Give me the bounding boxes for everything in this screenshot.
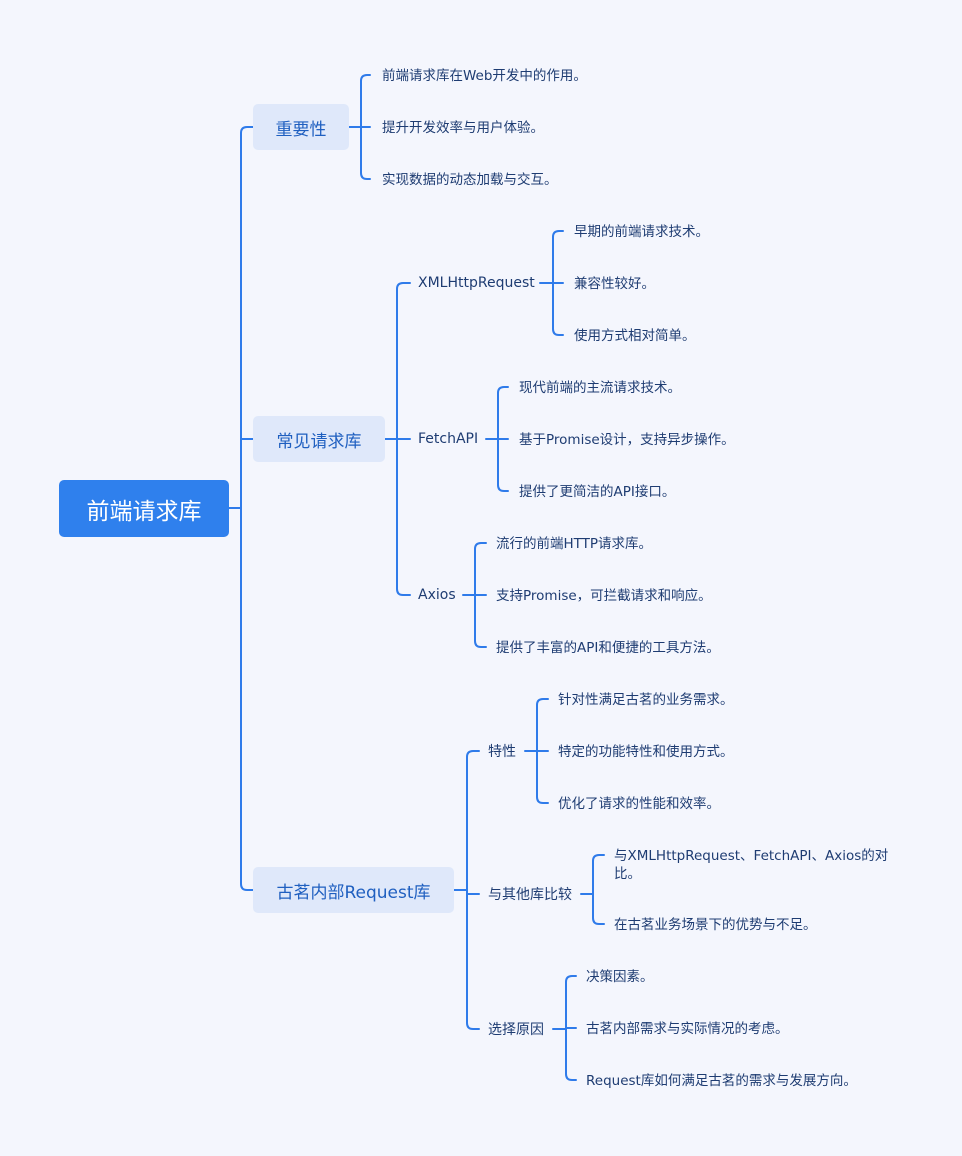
leaf-importance-3[interactable]: 实现数据的动态加载与交互。 xyxy=(382,172,558,188)
branch-internal-request[interactable]: 古茗内部Request库 xyxy=(253,867,454,913)
topic-comparison[interactable]: 与其他库比较 xyxy=(488,887,572,903)
link-root xyxy=(228,126,254,891)
leaf-features-3[interactable]: 优化了请求的性能和效率。 xyxy=(558,796,720,812)
topic-axios[interactable]: Axios xyxy=(418,587,456,603)
leaf-axios-2[interactable]: 支持Promise，可拦截请求和响应。 xyxy=(496,588,712,604)
leaf-fetch-2[interactable]: 基于Promise设计，支持异步操作。 xyxy=(519,432,735,448)
leaf-compare-1[interactable]: 与XMLHttpRequest、FetchAPI、Axios的对 比。 xyxy=(614,847,888,883)
leaf-features-1[interactable]: 针对性满足古茗的业务需求。 xyxy=(558,692,734,708)
topic-fetchapi[interactable]: FetchAPI xyxy=(418,431,479,447)
leaf-fetch-1[interactable]: 现代前端的主流请求技术。 xyxy=(519,380,681,396)
root-node[interactable]: 前端请求库 xyxy=(59,480,229,537)
link-internal xyxy=(453,750,480,1030)
link-xhr xyxy=(539,230,564,336)
leaf-reasons-2[interactable]: 古茗内部需求与实际情况的考虑。 xyxy=(586,1021,789,1037)
leaf-reasons-3[interactable]: Request库如何满足古茗的需求与发展方向。 xyxy=(586,1073,857,1089)
link-compare xyxy=(580,854,605,925)
link-axios xyxy=(462,542,487,648)
leaf-xhr-1[interactable]: 早期的前端请求技术。 xyxy=(574,224,709,240)
topic-features[interactable]: 特性 xyxy=(488,744,516,760)
leaf-reasons-1[interactable]: 决策因素。 xyxy=(586,969,654,985)
leaf-xhr-3[interactable]: 使用方式相对简单。 xyxy=(574,328,696,344)
link-features xyxy=(524,698,549,804)
link-fetch xyxy=(485,386,509,492)
branch-common-libraries[interactable]: 常见请求库 xyxy=(253,416,385,462)
link-common xyxy=(384,282,411,596)
topic-reasons[interactable]: 选择原因 xyxy=(488,1022,544,1038)
link-importance xyxy=(348,74,371,180)
leaf-importance-1[interactable]: 前端请求库在Web开发中的作用。 xyxy=(382,68,587,84)
leaf-xhr-2[interactable]: 兼容性较好。 xyxy=(574,276,655,292)
branch-importance[interactable]: 重要性 xyxy=(253,104,349,150)
leaf-axios-3[interactable]: 提供了丰富的API和便捷的工具方法。 xyxy=(496,640,720,656)
topic-xmlhttprequest[interactable]: XMLHttpRequest xyxy=(418,275,535,291)
leaf-compare-2[interactable]: 在古茗业务场景下的优势与不足。 xyxy=(614,917,817,933)
leaf-fetch-3[interactable]: 提供了更简洁的API接口。 xyxy=(519,484,676,500)
leaf-features-2[interactable]: 特定的功能特性和使用方式。 xyxy=(558,744,734,760)
link-reasons xyxy=(552,975,577,1081)
leaf-compare-1-line-1: 与XMLHttpRequest、FetchAPI、Axios的对 xyxy=(614,848,889,864)
leaf-compare-1-line-2: 比。 xyxy=(614,866,641,882)
leaf-importance-2[interactable]: 提升开发效率与用户体验。 xyxy=(382,120,544,136)
leaf-axios-1[interactable]: 流行的前端HTTP请求库。 xyxy=(496,536,653,552)
